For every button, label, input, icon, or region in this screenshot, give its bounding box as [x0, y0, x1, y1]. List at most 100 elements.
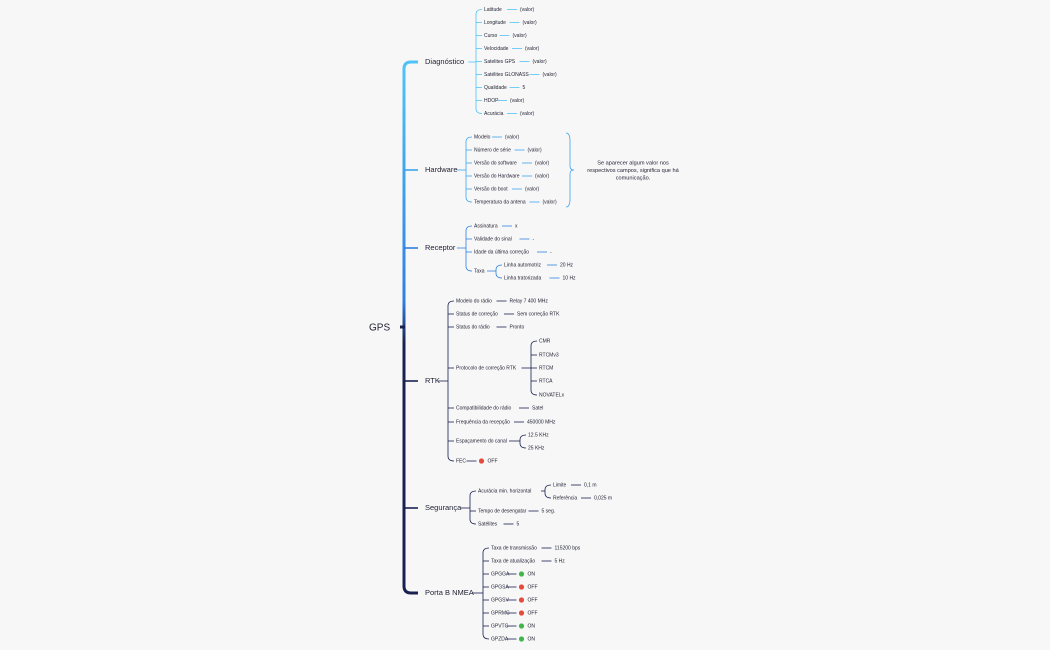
item-validade-do-sinal-label: Validade do sinal: [474, 236, 512, 242]
summary-brace: [565, 132, 575, 208]
branch-porta-b-nmea: Porta B NMEA: [425, 588, 483, 597]
item-status-do-radio-label: Status do rádio: [456, 324, 490, 330]
item-taxa-de-transmissao-value: 115200 bps: [555, 545, 581, 551]
item-longitude-value: (valor): [523, 20, 538, 26]
item-taxa-bracket: [495, 264, 503, 279]
subitem-linha-automotriz-value: 20 Hz: [560, 262, 574, 268]
item-protocolo-de-correcao-rtk-label: Protocolo de correção RTK: [456, 365, 517, 371]
root-label: GPS: [369, 323, 390, 334]
branch-receptor-label: Receptor: [425, 243, 456, 252]
branch-receptor: Receptor: [404, 243, 466, 252]
branch-porta-b-nmea-bracket: [482, 547, 490, 640]
branch-porta-b-nmea-label: Porta B NMEA: [425, 588, 474, 597]
branch-seguranca: Segurança: [404, 503, 470, 512]
branch-hardware-bracket: [465, 136, 473, 203]
branch-seguranca-label: Segurança: [425, 503, 462, 512]
branch-diagnostico-label: Diagnóstico: [425, 57, 464, 66]
status-off-dot: [518, 584, 525, 590]
subitem-referencia-label: Referência: [553, 495, 577, 501]
item-fec-label: FEC: [456, 458, 466, 464]
item-temperatura-da-antena-label: Temperatura da antena: [474, 199, 526, 205]
item-gpgsv-value: OFF: [528, 597, 538, 603]
item-versao-do-hardware-value: (valor): [535, 173, 550, 179]
item-tempo-de-desengatar-label: Tempo de desengatar: [478, 508, 527, 514]
item-velocidade-label: Velocidade: [484, 46, 509, 52]
item-gpzda-value: ON: [528, 636, 536, 642]
item-espacamento-do-canal-label: Espaçamento do canal: [456, 438, 507, 444]
branch-receptor-bracket: [465, 225, 473, 272]
subitem-novatelx-label: NOVATELx: [539, 392, 565, 398]
item-assinatura-value: x: [515, 223, 518, 229]
item-gpgga-label: GPGGA: [491, 571, 510, 577]
status-on-dot: [518, 571, 525, 577]
item-versao-do-software-value: (valor): [535, 160, 550, 166]
item-satelites-value: 5: [517, 521, 520, 527]
item-status-de-correcao-value: Sem correção RTK: [517, 311, 560, 317]
item-acuracia-label: Acurácia: [484, 111, 504, 117]
item-idade-da-ultima-correcao-value: -: [550, 249, 552, 255]
item-gpgga-value: ON: [528, 571, 536, 577]
item-latitude-label: Latitude: [484, 7, 502, 13]
subitem-rtcmv3-label: RTCMv3: [539, 352, 559, 358]
item-satelites-glonass-label: Satélites GLONASS: [484, 72, 529, 78]
item-gpzda-label: GPZDA: [491, 636, 509, 642]
item-numero-de-serie-label: Número de série: [474, 147, 511, 153]
branch-rtk-bracket: [447, 300, 455, 462]
branch-seguranca-bracket: [469, 490, 477, 525]
item-versao-do-hardware-label: Versão do Hardware: [474, 173, 520, 179]
item-versao-do-boot-value: (valor): [525, 186, 540, 192]
item-qualidade-value: 5: [523, 85, 526, 91]
item-latitude-value: (valor): [520, 7, 535, 13]
item-satelites-label: Satélites: [478, 521, 498, 527]
item-gprmc-label: GPRMC: [491, 610, 510, 616]
item-temperatura-da-antena-value: (valor): [543, 199, 558, 205]
item-velocidade-value: (valor): [525, 46, 540, 52]
item-gpvtg-label: GPVTG: [491, 623, 509, 629]
item-idade-da-ultima-correcao-label: Idade da última correção: [474, 249, 529, 255]
item-satelites-gps-label: Satelites GPS: [484, 59, 516, 65]
branch-rtk: RTK: [404, 376, 448, 385]
subitem-12-5-khz-label: 12.5 KHz: [528, 432, 549, 438]
subitem-linha-automotriz-label: Linha automotriz: [504, 262, 541, 268]
status-off-dot: [478, 458, 485, 464]
item-qualidade-label: Qualidade: [484, 85, 507, 91]
item-modelo-label: Modelo: [474, 134, 491, 140]
item-hdop-label: HDOP: [484, 98, 499, 104]
subitem-referencia-value: 0,025 m: [594, 495, 612, 501]
item-espacamento-do-canal-bracket: [519, 434, 527, 449]
item-curso-label: Curso: [484, 33, 498, 39]
item-hdop-value: (valor): [510, 98, 525, 104]
item-gprmc-value: OFF: [528, 610, 538, 616]
status-off-dot: [518, 597, 525, 603]
item-validade-do-sinal-value: -: [533, 236, 535, 242]
summary-note-line: comunicação.: [616, 175, 651, 181]
subitem-linha-tratorizada-value: 10 Hz: [563, 275, 577, 281]
item-taxa-de-atualizacao-label: Taxa de atualização: [491, 558, 535, 564]
item-tempo-de-desengatar-value: 5 seg.: [542, 508, 556, 514]
subitem-cmr-label: CMR: [539, 338, 551, 344]
item-gpgsa-value: OFF: [528, 584, 538, 590]
item-taxa-de-atualizacao-value: 5 Hz: [555, 558, 566, 564]
item-versao-do-boot-label: Versão do boot: [474, 186, 508, 192]
item-status-do-radio-value: Pronto: [510, 324, 525, 330]
item-taxa-label: Taxa: [474, 268, 485, 274]
item-acuracia-value: (valor): [520, 111, 535, 117]
root-connector: [400, 325, 405, 329]
item-fec-value: OFF: [488, 458, 498, 464]
item-frequencia-da-recepcao-value: 450000 MHz: [527, 419, 556, 425]
branch-diagnostico: Diagnóstico: [425, 57, 476, 66]
item-gpgsv-label: GPGSV: [491, 597, 509, 603]
item-modelo-do-radio-label: Modelo do rádio: [456, 298, 492, 304]
item-compatibilidade-do-radio-label: Compatibilidade do rádio: [456, 405, 512, 411]
subitem-rtca-label: RTCA: [539, 378, 553, 384]
subitem-rtcm-label: RTCM: [539, 365, 553, 371]
trunk-bottom-curve: [402, 585, 418, 595]
trunk-top-curve: [402, 60, 418, 70]
item-modelo-do-radio-value: Relay 7 400 MHz: [510, 298, 549, 304]
branch-rtk-label: RTK: [425, 376, 440, 385]
item-acuracia-min-horizontal-label: Acurácia min. horizontal: [478, 488, 531, 494]
item-numero-de-serie-value: (valor): [528, 147, 543, 153]
summary-note-line: Se aparecer algum valor nos: [597, 160, 669, 166]
item-longitude-label: Longitude: [484, 20, 506, 26]
